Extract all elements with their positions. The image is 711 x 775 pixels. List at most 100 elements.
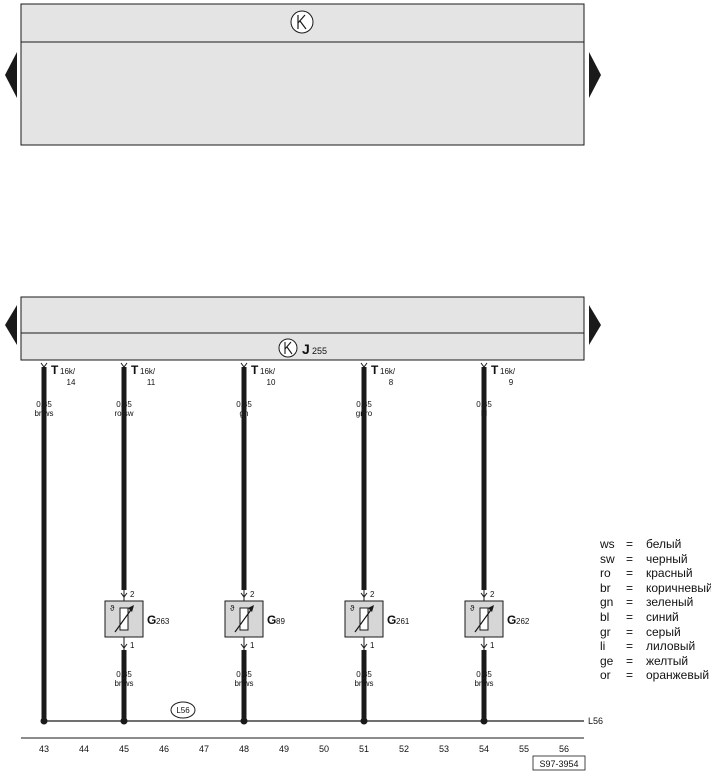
legend-equals: = xyxy=(626,668,634,683)
connector-pin: 11 xyxy=(147,378,156,387)
connector-pin-icon xyxy=(120,643,128,649)
legend-color-name: желтый xyxy=(646,653,689,668)
legend-color-name: белый xyxy=(646,537,682,551)
module-subscript: 255 xyxy=(312,346,327,356)
legend-item: gr = серый xyxy=(600,625,711,640)
connector-pin-icon xyxy=(120,592,128,598)
column-number: 48 xyxy=(239,744,249,754)
legend-item: bl=синий xyxy=(600,610,711,625)
connector-subscript: 16k/ xyxy=(60,367,76,376)
legend-color-name: серый xyxy=(646,624,681,639)
module-name: J xyxy=(302,341,310,357)
legend-item: ro = красный xyxy=(600,566,711,581)
sensor-name: G xyxy=(147,613,156,627)
temperature-sensor-G261: ϑ xyxy=(344,600,384,638)
legend-equals: = xyxy=(626,624,634,639)
connector-pin-icon xyxy=(240,592,248,598)
thermo-icon: ϑ xyxy=(230,604,235,613)
column-number: 53 xyxy=(439,744,449,754)
temperature-sensor-G262: ϑ xyxy=(464,600,504,638)
legend-code: gn xyxy=(600,595,614,610)
variable-arrow-icon xyxy=(114,606,134,633)
column-number: 44 xyxy=(79,744,89,754)
legend-code: ro xyxy=(600,566,611,581)
connector-subscript: 16k/ xyxy=(260,367,276,376)
column-number: 55 xyxy=(519,744,529,754)
connector-pin-icon xyxy=(480,643,488,649)
sensor-pin-bottom: 1 xyxy=(130,641,135,650)
ground-line-label: L56 xyxy=(588,716,603,726)
connector-pin: 14 xyxy=(67,378,76,387)
connector-pin: 9 xyxy=(509,378,514,387)
legend-code: gr xyxy=(600,624,611,639)
top-control-unit-box xyxy=(20,3,585,146)
legend-item: sw=черный xyxy=(600,552,711,567)
connector-pin-icon xyxy=(480,362,488,368)
legend-code: br xyxy=(600,580,611,595)
wire-color: br/ws xyxy=(114,679,133,688)
sensor-pin-top: 2 xyxy=(490,590,495,599)
legend-color-name: красный xyxy=(646,566,693,581)
connector-name: T xyxy=(371,363,379,377)
temperature-sensor-G263: ϑ xyxy=(104,600,144,638)
page-prev-arrow-icon[interactable] xyxy=(5,305,17,345)
sensor-subscript: 261 xyxy=(396,617,410,626)
page-next-arrow-icon[interactable] xyxy=(589,52,601,98)
sensor-subscript: 262 xyxy=(516,617,530,626)
ground-line-l56: L56 L56 xyxy=(44,701,603,726)
connector-pin-icon xyxy=(360,362,368,368)
connector-pin-icon xyxy=(240,362,248,368)
control-unit-j255-box: J 255 xyxy=(20,296,585,361)
temperature-sensor-G89: ϑ xyxy=(224,600,264,638)
legend-equals: = xyxy=(626,566,634,581)
column-number: 52 xyxy=(399,744,409,754)
legend-color-name: оранжевый xyxy=(646,668,710,683)
legend-code: ws xyxy=(600,537,615,551)
connector-pin: 10 xyxy=(267,378,276,387)
wire-color: br/ws xyxy=(474,679,493,688)
connector-name: T xyxy=(51,363,59,377)
legend-equals: = xyxy=(626,609,634,624)
column-number: 51 xyxy=(359,744,369,754)
variable-arrow-icon xyxy=(474,606,494,633)
thermo-icon: ϑ xyxy=(470,604,475,613)
column-number: 49 xyxy=(279,744,289,754)
wire-color: br/ws xyxy=(354,679,373,688)
variable-arrow-icon xyxy=(234,606,254,633)
thermo-icon: ϑ xyxy=(350,604,355,613)
legend-equals: = xyxy=(626,595,634,610)
connector-pin: 8 xyxy=(389,378,394,387)
wire-gauge: 0,35 xyxy=(356,670,372,679)
thermo-icon: ϑ xyxy=(110,604,115,613)
column-number: 43 xyxy=(39,744,49,754)
legend-color-name: коричневый xyxy=(646,580,711,595)
connector-name: T xyxy=(131,363,139,377)
page-prev-arrow-icon[interactable] xyxy=(5,52,17,98)
column-number: 45 xyxy=(119,744,129,754)
sensor-subscript: 263 xyxy=(156,617,170,626)
legend-color-name: лиловый xyxy=(646,639,696,654)
connector-pin-icon xyxy=(240,643,248,649)
legend-code: sw xyxy=(600,551,615,566)
column-number: 50 xyxy=(319,744,329,754)
sensor-pin-bottom: 1 xyxy=(250,641,255,650)
legend-code: ge xyxy=(600,653,614,668)
legend-equals: = xyxy=(626,653,634,668)
connector-subscript: 16k/ xyxy=(140,367,156,376)
sensor-name: G xyxy=(267,613,276,627)
legend-color-name: зеленый xyxy=(646,595,694,610)
wires-group: T16k/140,35br/wsT16k/110,35ro/sw2ϑG26310… xyxy=(34,362,530,725)
legend-item: or = оранжевый xyxy=(600,668,711,683)
legend-code: li xyxy=(600,639,606,654)
page-next-arrow-icon[interactable] xyxy=(589,305,601,345)
connector-subscript: 16k/ xyxy=(500,367,516,376)
legend-code: or xyxy=(600,668,611,683)
wire-gauge: 0,35 xyxy=(236,670,252,679)
legend-color-name: синий xyxy=(646,609,679,624)
connector-name: T xyxy=(251,363,259,377)
sensor-name: G xyxy=(387,613,396,627)
